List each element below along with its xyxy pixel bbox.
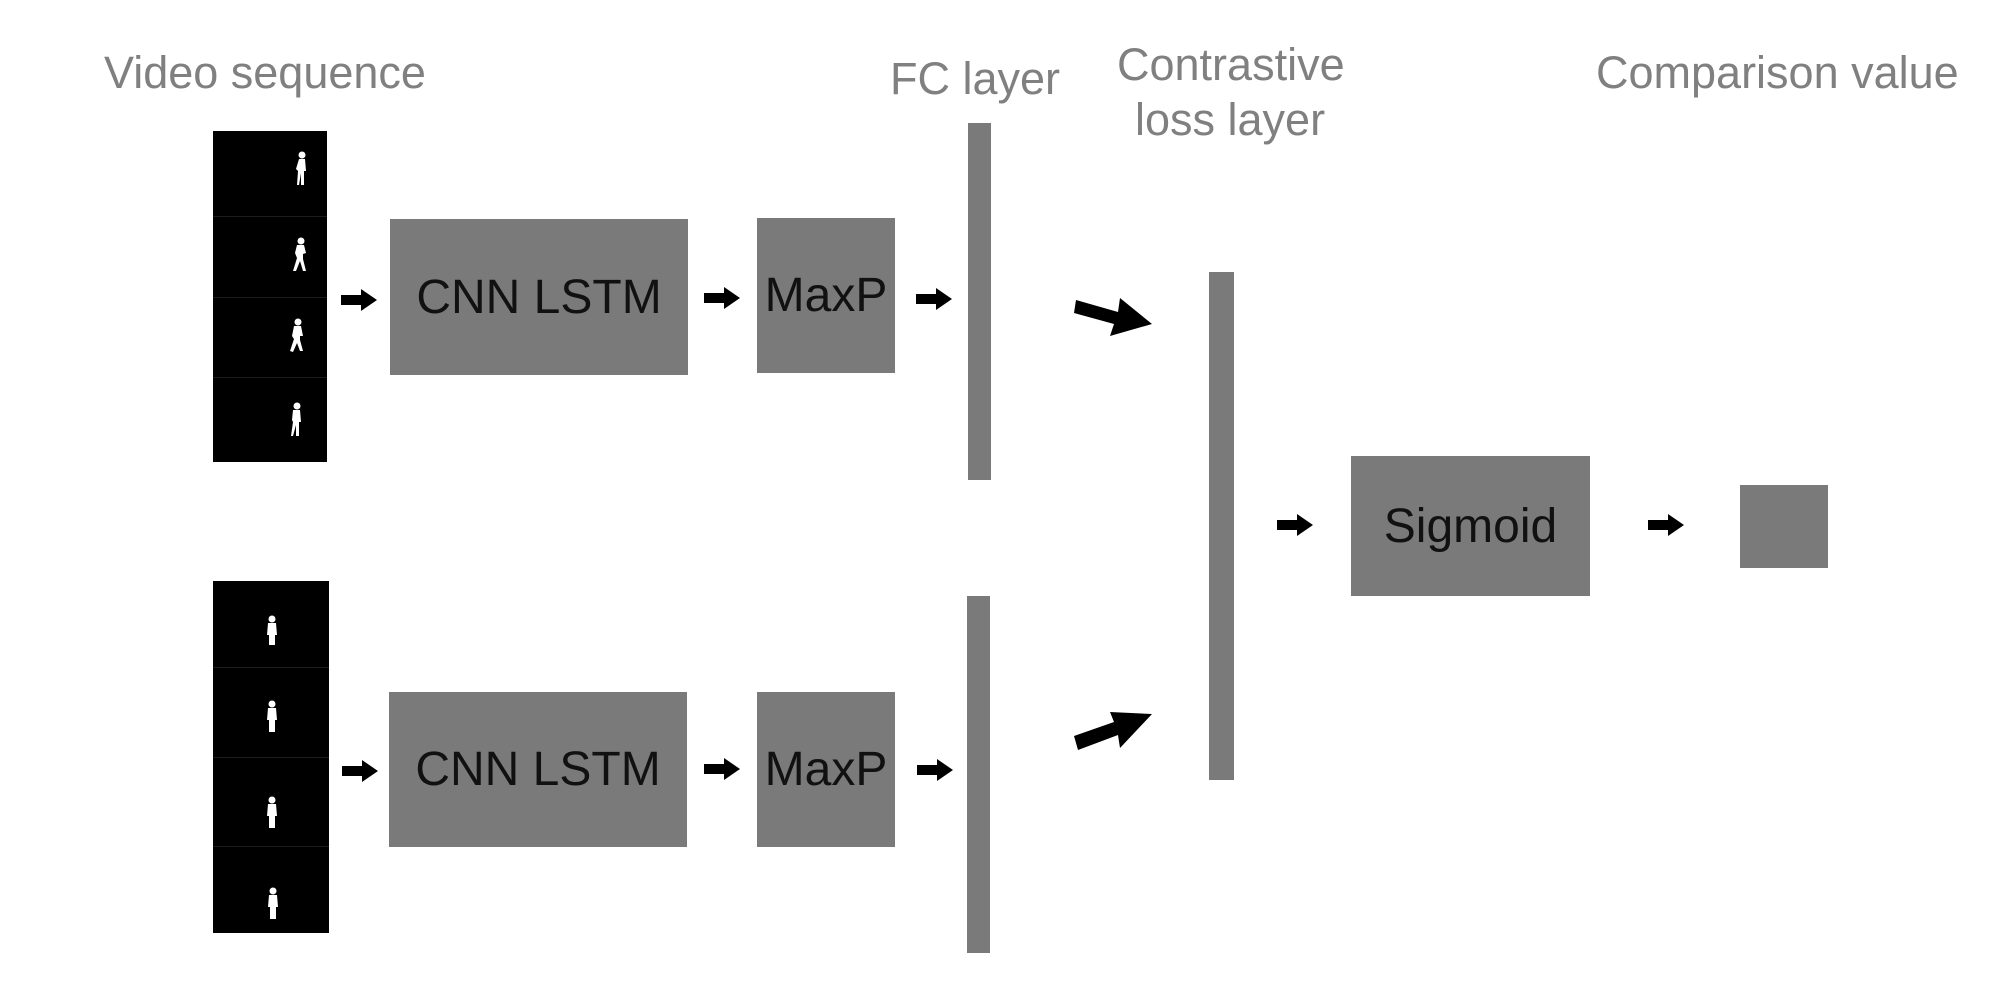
right-arrow-icon: [916, 288, 952, 310]
sigmoid-label: Sigmoid: [1383, 499, 1558, 553]
header-video-sequence: Video sequence: [104, 47, 426, 98]
cnn-lstm-block-top: CNN LSTM: [390, 219, 688, 375]
cnn-lstm-label: CNN LSTM: [415, 743, 661, 796]
cnn-lstm-block-bottom: CNN LSTM: [389, 692, 687, 847]
video-frame: [213, 297, 327, 377]
converge-arrow-icon: [1074, 298, 1152, 336]
fc-layer-bar-top: [968, 123, 991, 480]
walking-person-icon: [293, 237, 306, 271]
walking-person-icon: [290, 318, 303, 352]
video-frame: [213, 131, 327, 216]
walking-person-icon: [296, 151, 306, 185]
cnn-lstm-label: CNN LSTM: [416, 270, 662, 324]
contrastive-loss-bar: [1209, 272, 1234, 780]
walking-person-icon: [268, 887, 278, 919]
video-sequence-bottom: [213, 581, 329, 933]
header-contrastive-line1: Contrastive: [1117, 39, 1345, 90]
walking-person-icon: [267, 700, 277, 732]
maxp-label: MaxP: [764, 269, 888, 322]
sigmoid-block: Sigmoid: [1351, 456, 1590, 596]
video-frame: [213, 757, 329, 846]
header-contrastive-line2: loss layer: [1135, 94, 1326, 145]
right-arrow-icon: [341, 289, 377, 311]
header-comparison-value: Comparison value: [1596, 47, 1959, 98]
walking-person-icon: [267, 796, 277, 828]
video-frame: [213, 377, 327, 462]
converge-arrow-icon: [1074, 712, 1152, 750]
video-frame: [213, 846, 329, 933]
right-arrow-icon: [704, 287, 740, 309]
header-fc-layer: FC layer: [890, 53, 1061, 104]
right-arrow-icon: [704, 758, 740, 780]
video-frame: [213, 216, 327, 297]
right-arrow-icon: [1648, 514, 1684, 536]
video-frame: [213, 581, 329, 667]
comparison-value-box: [1740, 485, 1828, 568]
right-arrow-icon: [917, 759, 953, 781]
maxp-block-bottom: MaxP: [757, 692, 895, 847]
right-arrow-icon: [1277, 514, 1313, 536]
walking-person-icon: [267, 615, 277, 645]
maxp-block-top: MaxP: [757, 218, 895, 373]
video-frame: [213, 667, 329, 757]
walking-person-icon: [291, 402, 301, 436]
right-arrow-icon: [342, 760, 378, 782]
fc-layer-bar-bottom: [967, 596, 990, 953]
video-sequence-top: [213, 131, 327, 462]
maxp-label: MaxP: [764, 743, 888, 796]
